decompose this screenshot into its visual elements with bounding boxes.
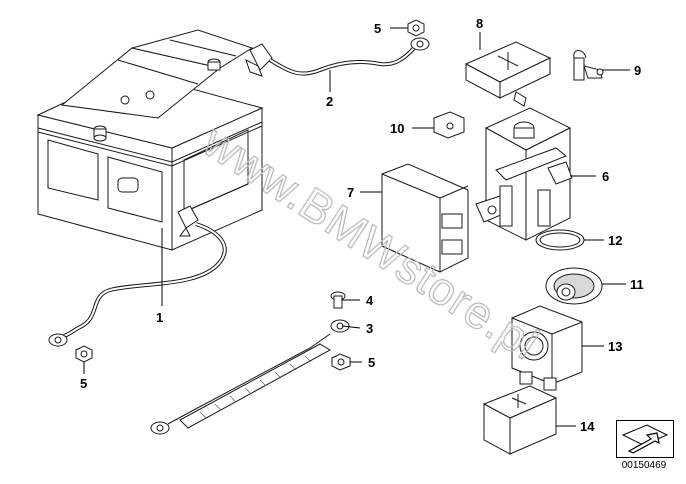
clamp-housing (512, 306, 582, 390)
bolt (331, 292, 345, 308)
battery-positive-cable (246, 38, 429, 76)
terminal-holder (476, 108, 572, 240)
callout-2: 2 (326, 94, 333, 109)
nut-lower (332, 354, 350, 370)
ground-strap (151, 320, 349, 434)
callout-5-lower: 5 (368, 355, 375, 370)
arrow-icon (621, 424, 669, 454)
callout-5-left: 5 (80, 376, 87, 391)
seal-ring (536, 230, 584, 250)
positive-terminal-cover (466, 42, 550, 106)
nut-left (76, 346, 92, 362)
nut (408, 20, 424, 36)
terminal-cap (484, 386, 556, 454)
callouts: 1 2 3 4 5 5 5 6 7 8 9 10 11 12 13 14 (80, 16, 644, 434)
callout-7: 7 (347, 185, 354, 200)
wire-connector (574, 51, 603, 81)
callout-10: 10 (390, 121, 404, 136)
callout-4: 4 (366, 293, 374, 308)
callout-11: 11 (630, 277, 644, 292)
callout-13: 13 (608, 339, 622, 354)
callout-1: 1 (156, 310, 163, 325)
ground-cable (49, 206, 225, 346)
grommet (546, 268, 602, 304)
leader-3 (341, 325, 361, 329)
diagram-id: 00150469 (621, 460, 667, 471)
callout-6: 6 (602, 169, 609, 184)
bracket (382, 164, 468, 272)
nut-square (434, 112, 464, 138)
callout-8: 8 (476, 16, 483, 31)
callout-14: 14 (580, 419, 595, 434)
callout-9: 9 (634, 63, 641, 78)
battery (38, 30, 262, 250)
callout-12: 12 (608, 233, 622, 248)
callout-5-top: 5 (374, 21, 381, 36)
leader-lines (83, 27, 630, 427)
reference-box (616, 420, 674, 458)
callout-3: 3 (366, 321, 373, 336)
